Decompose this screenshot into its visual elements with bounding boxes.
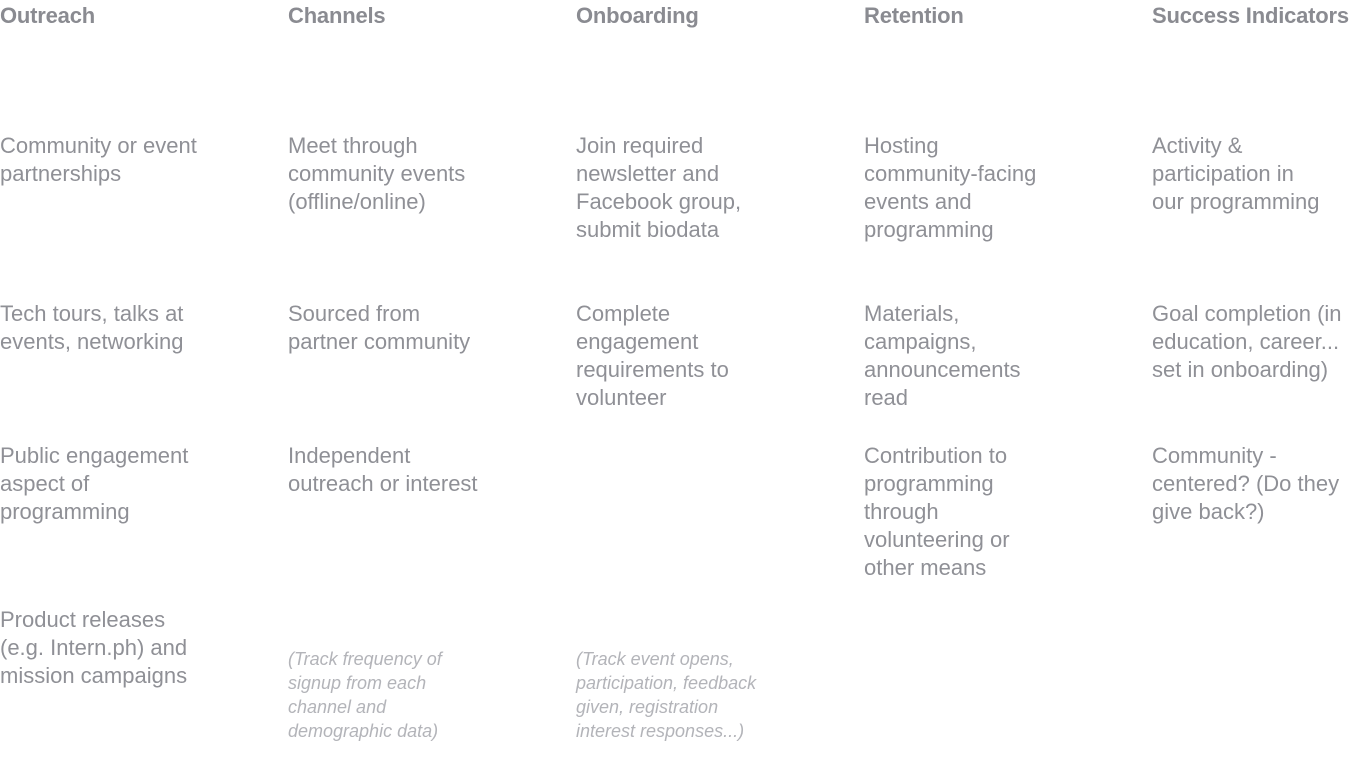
cell-retention-3: Contribution to programming through volu… <box>864 443 1010 580</box>
cell-onboarding-1: Join required newsletter and Facebook gr… <box>576 133 742 242</box>
cell-outreach-2: Tech tours, talks at events, networking <box>0 301 184 354</box>
cell-outreach-1: Community or event partnerships <box>0 133 197 186</box>
cell-retention-2: Materials, campaigns, announcements read <box>864 301 1021 410</box>
cell-channels-1: Meet through community events (offline/o… <box>288 133 466 214</box>
cell-success-3: Community - centered? (Do they give back… <box>1152 443 1340 524</box>
cell-success-1: Activity & participation in our programm… <box>1152 133 1320 214</box>
cell-channels-3: Independent outreach or interest <box>288 443 478 496</box>
cell-channels-2: Sourced from partner community <box>288 301 471 354</box>
cell-success-2: Goal completion (in education, career...… <box>1152 301 1342 382</box>
header-outreach: Outreach <box>0 3 95 28</box>
cell-onboarding-2: Complete engagement requirements to volu… <box>576 301 729 410</box>
note-onboarding: (Track event opens, participation, feedb… <box>576 649 757 741</box>
header-onboarding: Onboarding <box>576 3 699 28</box>
header-channels: Channels <box>288 3 386 28</box>
cell-outreach-3: Public engagement aspect of programming <box>0 443 189 524</box>
header-retention: Retention <box>864 3 964 28</box>
cell-retention-1: Hosting community-facing events and prog… <box>864 133 1037 242</box>
cell-outreach-4: Product releases (e.g. Intern.ph) and mi… <box>0 607 188 688</box>
note-channels: (Track frequency of signup from each cha… <box>288 649 442 741</box>
header-success-indicators: Success Indicators <box>1152 3 1349 28</box>
